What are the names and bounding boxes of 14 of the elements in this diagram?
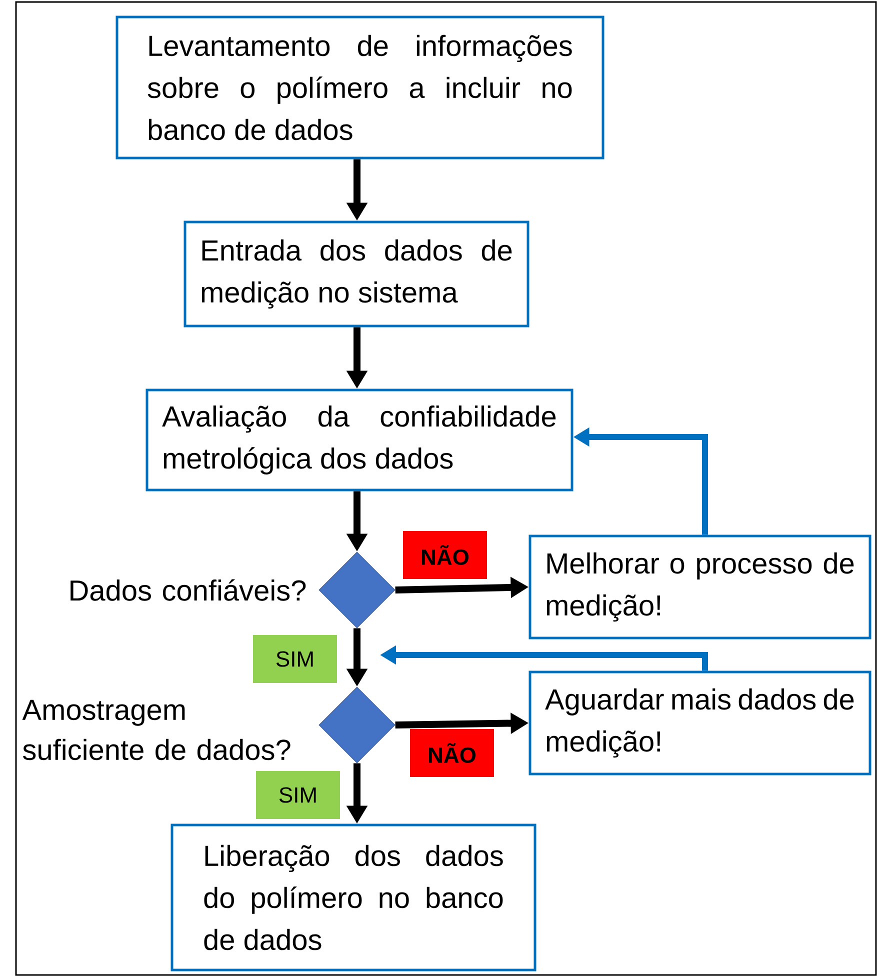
process-box: Aguardar mais dados de medição!: [528, 670, 872, 776]
decision-diamond: [318, 686, 396, 764]
process-box: Avaliação da confiabilidade metrológica dos dados: [146, 388, 574, 492]
edge-label: SIM: [256, 771, 340, 819]
decision-diamond: [318, 552, 396, 628]
edge-label: NÃO: [410, 729, 494, 777]
question-text: Amostragem suficiente de dados?: [22, 700, 290, 760]
process-box: Entrada dos dados de medição no sistema: [184, 220, 530, 328]
process-box: Liberação dos dados do polímero no banco de dados: [170, 824, 536, 972]
edge-label: SIM: [253, 635, 337, 683]
process-box: Melhorar o processo de medição!: [528, 534, 872, 640]
question-text: Dados confiáveis?: [70, 579, 306, 601]
process-box: Levantamento de informações sobre o polímero a incluir no banco de dados: [116, 16, 604, 160]
edge-label: NÃO: [403, 531, 487, 579]
